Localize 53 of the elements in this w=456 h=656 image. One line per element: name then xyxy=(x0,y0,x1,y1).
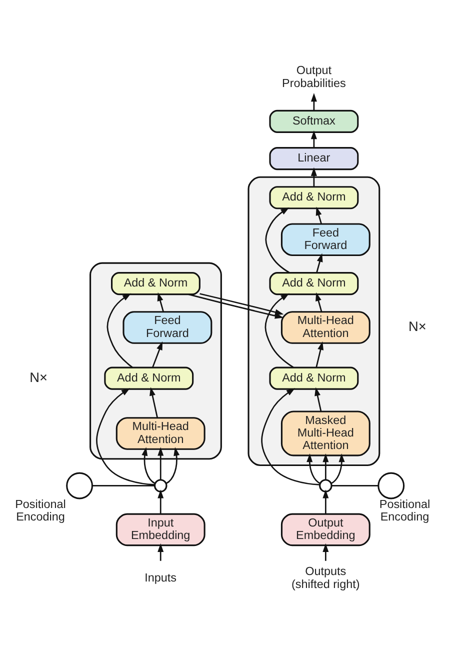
node-circle xyxy=(378,472,405,500)
arrow xyxy=(310,167,317,186)
arrow xyxy=(152,341,163,368)
arrow xyxy=(316,341,324,368)
node-label: Positional Encoding xyxy=(379,498,430,524)
node-box: Linear xyxy=(269,147,359,170)
arrow xyxy=(264,293,294,368)
arrow xyxy=(314,387,322,412)
node-text: Output Probabilities xyxy=(282,64,346,90)
arrow xyxy=(322,543,329,561)
node-circle xyxy=(319,479,332,492)
node-circle xyxy=(154,479,168,492)
node-box: Feed Forward xyxy=(122,311,212,344)
node-label: N× xyxy=(408,319,426,334)
arrow xyxy=(316,292,322,312)
arrow xyxy=(96,388,155,486)
node-box: Input Embedding xyxy=(116,513,206,546)
node-box: Add & Norm xyxy=(269,186,359,210)
arrow xyxy=(322,454,329,480)
node-box: Softmax xyxy=(269,110,359,133)
node-box: Multi-Head Attention xyxy=(280,311,370,344)
arrow xyxy=(316,253,323,273)
arrow xyxy=(158,447,164,480)
arrow xyxy=(157,292,164,312)
node-box: Add & Norm xyxy=(104,366,194,390)
node-box: Multi-Head Attention xyxy=(116,417,206,450)
node-box: Masked Multi-Head Attention xyxy=(280,410,370,456)
node-box: Feed Forward xyxy=(280,223,370,256)
node-text: Outputs (shifted right) xyxy=(292,565,360,591)
connector xyxy=(332,485,378,486)
node-label: Positional Encoding xyxy=(15,498,66,524)
node-box: Add & Norm xyxy=(269,366,359,390)
arrow xyxy=(316,206,322,224)
arrow xyxy=(158,543,164,561)
arrow xyxy=(310,93,317,110)
arrow xyxy=(158,490,164,514)
node-box: Output Embedding xyxy=(280,513,370,546)
node-text: Inputs xyxy=(144,572,177,585)
arrow xyxy=(306,453,321,484)
arrow xyxy=(166,447,180,484)
node-box: Add & Norm xyxy=(111,272,200,296)
arrow xyxy=(322,490,329,514)
connector xyxy=(92,485,154,486)
arrow xyxy=(261,388,320,486)
node-circle xyxy=(66,472,94,500)
arrow xyxy=(265,207,290,274)
arrow xyxy=(106,293,134,368)
arrow xyxy=(150,387,158,418)
arrow xyxy=(142,447,156,484)
node-box: Add & Norm xyxy=(269,272,359,296)
arrow xyxy=(188,294,284,319)
arrow xyxy=(200,293,284,316)
arrow xyxy=(330,453,345,484)
